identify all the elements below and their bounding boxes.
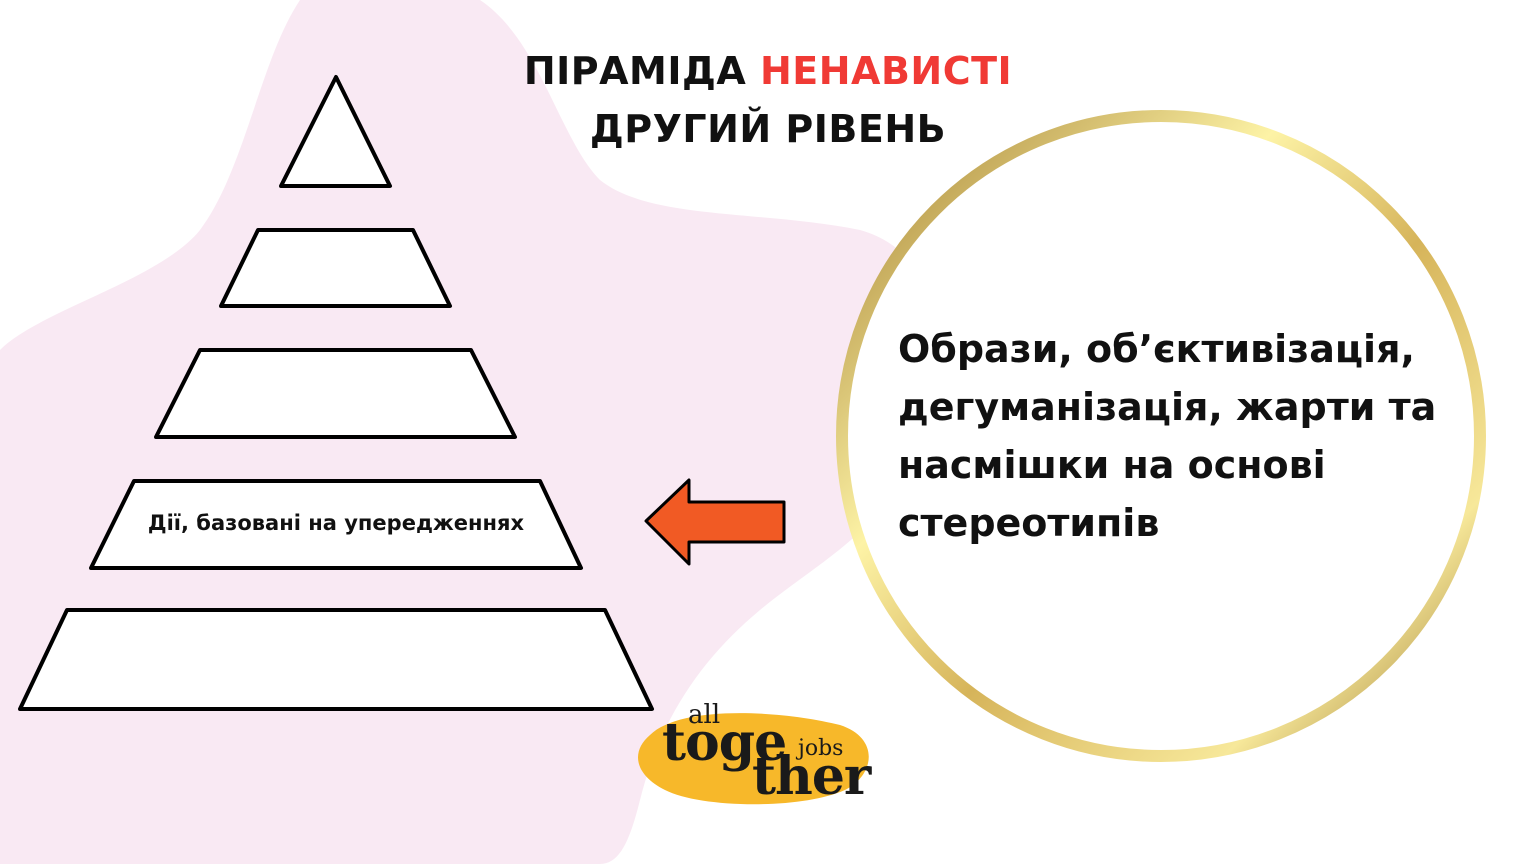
title-line-2: ДРУГИЙ РІВЕНЬ: [589, 107, 947, 151]
all-together-jobs-logo: all toge jobs ther: [640, 700, 880, 810]
level-description: Образи, об’єктивізація, дегуманізація, ж…: [898, 320, 1458, 552]
pyramid-level-2-label: Дії, базовані на упередженнях: [147, 511, 525, 535]
title-accent: НЕНАВИСТІ: [759, 49, 1013, 93]
pyramid-level-4: [219, 228, 452, 308]
logo-word-jobs: jobs: [798, 736, 844, 761]
pyramid-level-2: [89, 479, 583, 570]
pyramid-level-5: [279, 75, 392, 188]
logo-word-ther: ther: [752, 746, 871, 807]
pyramid-level-3: [154, 348, 517, 439]
title-prefix: ПІРАМІДА: [523, 49, 747, 93]
arrow-left-icon: [644, 478, 786, 566]
description-line: дегуманізація, жарти та: [898, 385, 1437, 429]
page-title: ПІРАМІДА НЕНАВИСТІ ДРУГИЙ РІВЕНЬ: [468, 42, 1068, 158]
logo-word-toge: toge: [662, 712, 787, 773]
description-line: Образи, об’єктивізація,: [898, 327, 1415, 371]
title-line-1: ПІРАМІДА НЕНАВИСТІ: [468, 42, 1068, 100]
pyramid-level-1: [18, 608, 654, 711]
description-line: стереотипів: [898, 501, 1160, 545]
description-line: насмішки на основі: [898, 443, 1326, 487]
logo-word-all: all: [688, 700, 721, 730]
